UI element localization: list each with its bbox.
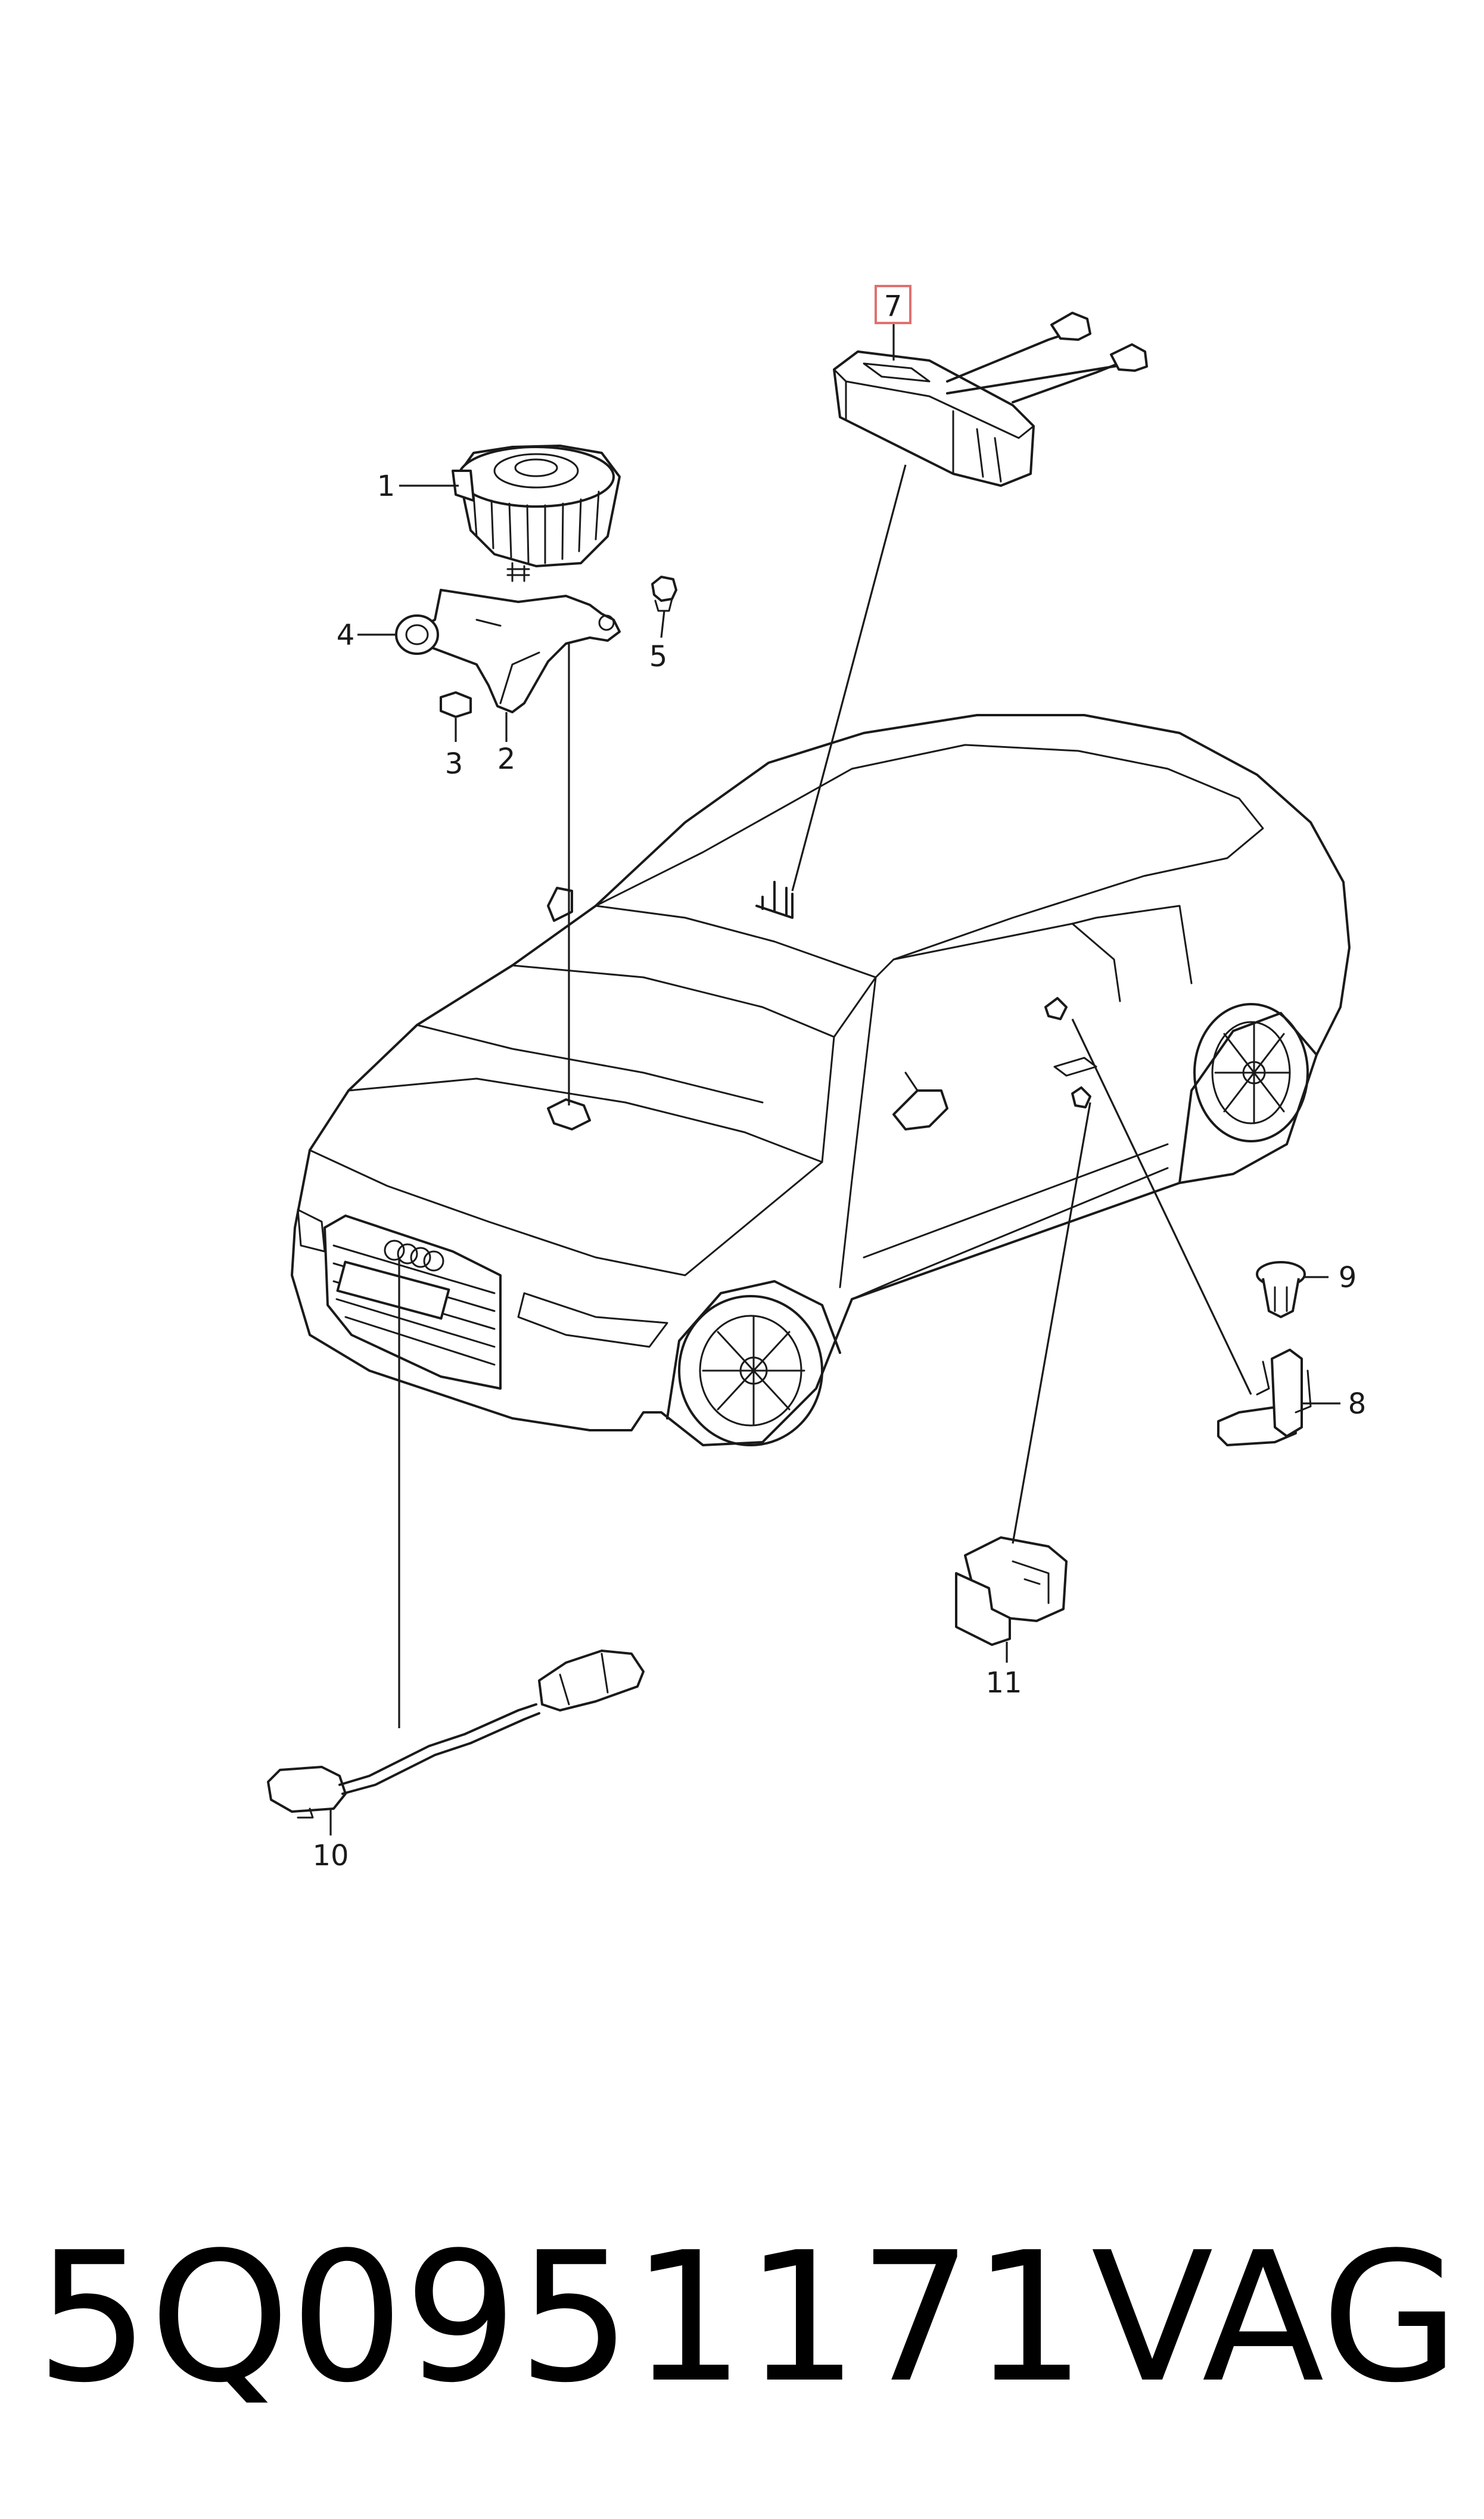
leader-lines: [329, 322, 1340, 1835]
footer: 5Q0951171 VAG: [36, 2205, 1460, 2431]
retaining-clip-part: [1256, 1261, 1306, 1318]
callout-1: 1: [377, 470, 396, 503]
parts-diagram: 1 2 3 4 5 7 8 9 10 11: [267, 285, 1366, 1872]
switch-module-part: [955, 1536, 1068, 1646]
callout-5: 5: [649, 640, 668, 673]
callout-7: 7: [884, 290, 903, 323]
callout-2: 2: [497, 743, 516, 776]
control-unit-part: [833, 312, 1148, 487]
siren-horn-part: [452, 445, 621, 582]
part-number: 5Q0951171: [36, 2214, 1087, 2422]
sensor-part: [1217, 1349, 1312, 1446]
audi-logo-rings: [384, 1240, 444, 1272]
callout-7-highlight: [875, 285, 911, 324]
callout-10: 10: [312, 1839, 349, 1872]
callout-4: 4: [337, 619, 355, 652]
callout-9: 9: [1339, 1261, 1357, 1294]
callout-3: 3: [445, 747, 463, 781]
callout-8: 8: [1348, 1387, 1367, 1421]
bolt-part: [651, 576, 677, 612]
callout-11: 11: [985, 1666, 1022, 1700]
small-nut-part: [440, 691, 472, 718]
brand-name: VAG: [1091, 2214, 1460, 2422]
callout-labels: 1 2 3 4 5 7 8 9 10 11: [312, 290, 1366, 1872]
cable-harness-part: [267, 1650, 645, 1819]
mounting-bracket-part: [416, 589, 621, 713]
nut-part: [395, 614, 439, 655]
car-outline: [291, 714, 1351, 1446]
